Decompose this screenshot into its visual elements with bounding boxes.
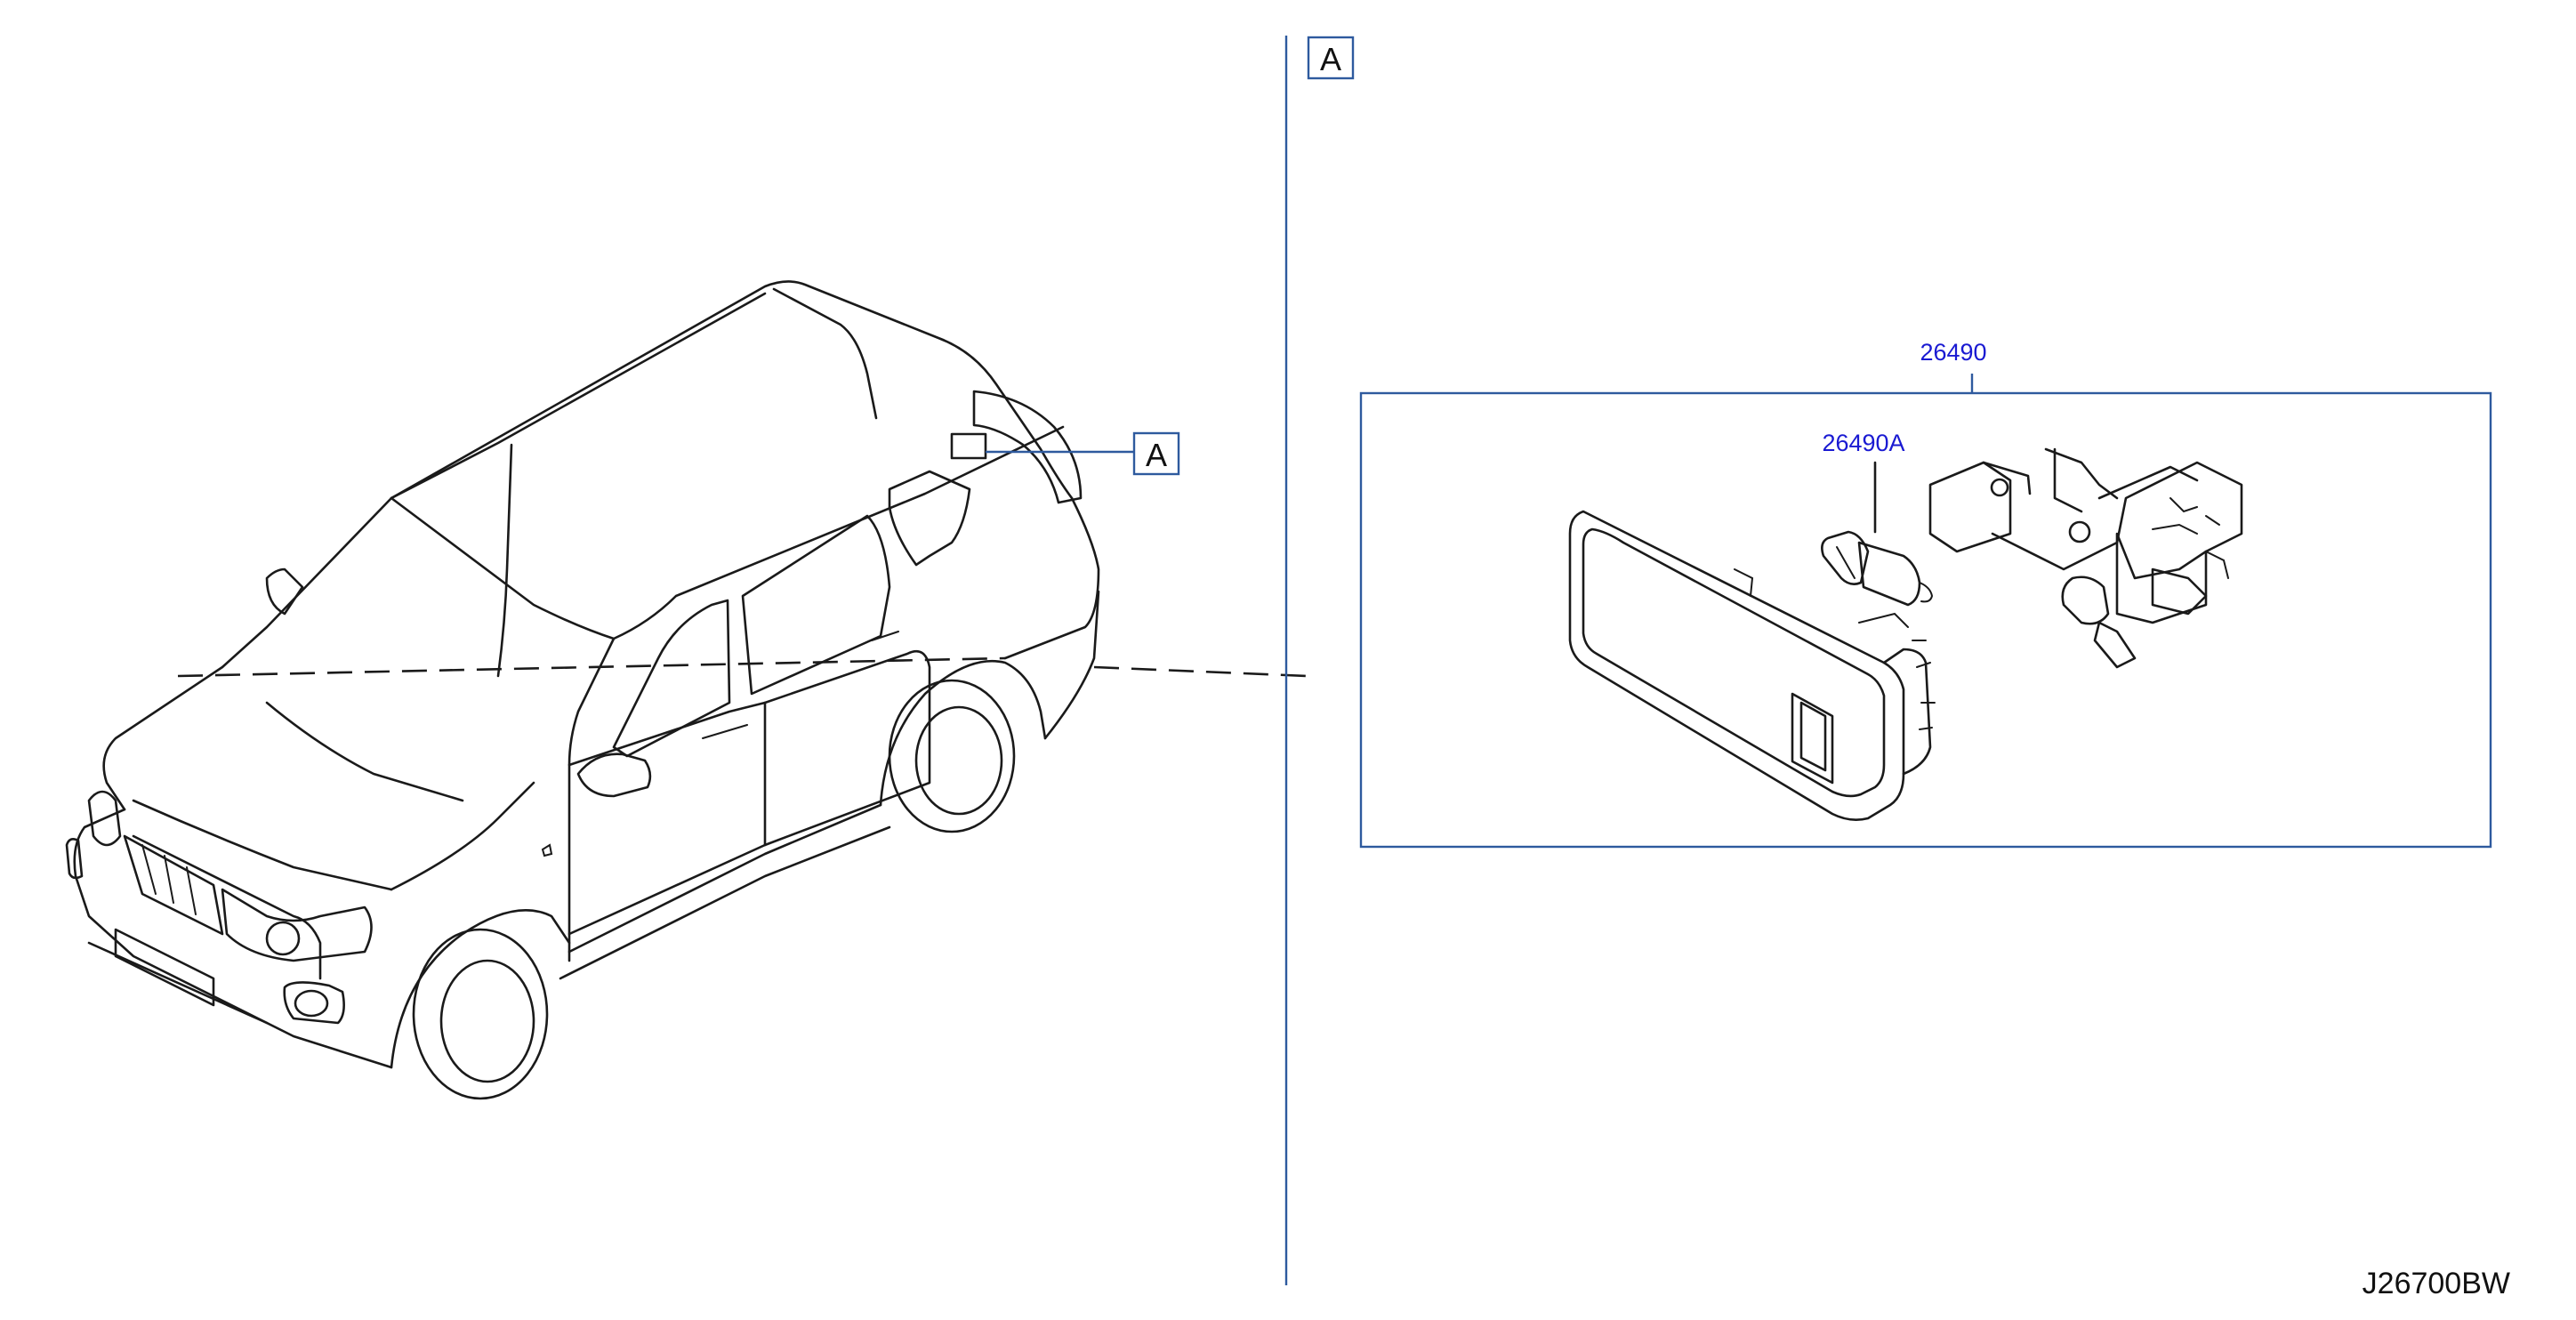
diagram-code: J26700BW <box>2363 1267 2510 1300</box>
view-letter: A <box>1320 41 1341 77</box>
lamp-lens <box>1568 510 1936 821</box>
callout-a-vehicle: A <box>1132 431 1180 476</box>
lamp-bracket <box>1928 447 2243 669</box>
part-number-26490: 26490 <box>1920 339 1986 366</box>
part-number-26490a: 26490A <box>1822 430 1904 456</box>
bulb <box>1821 530 1934 607</box>
callout-letter: A <box>1146 437 1167 473</box>
callout-a-view: A <box>1307 36 1355 80</box>
assembly-bracket <box>1359 391 2492 849</box>
vehicle-illustration <box>65 280 1308 1100</box>
